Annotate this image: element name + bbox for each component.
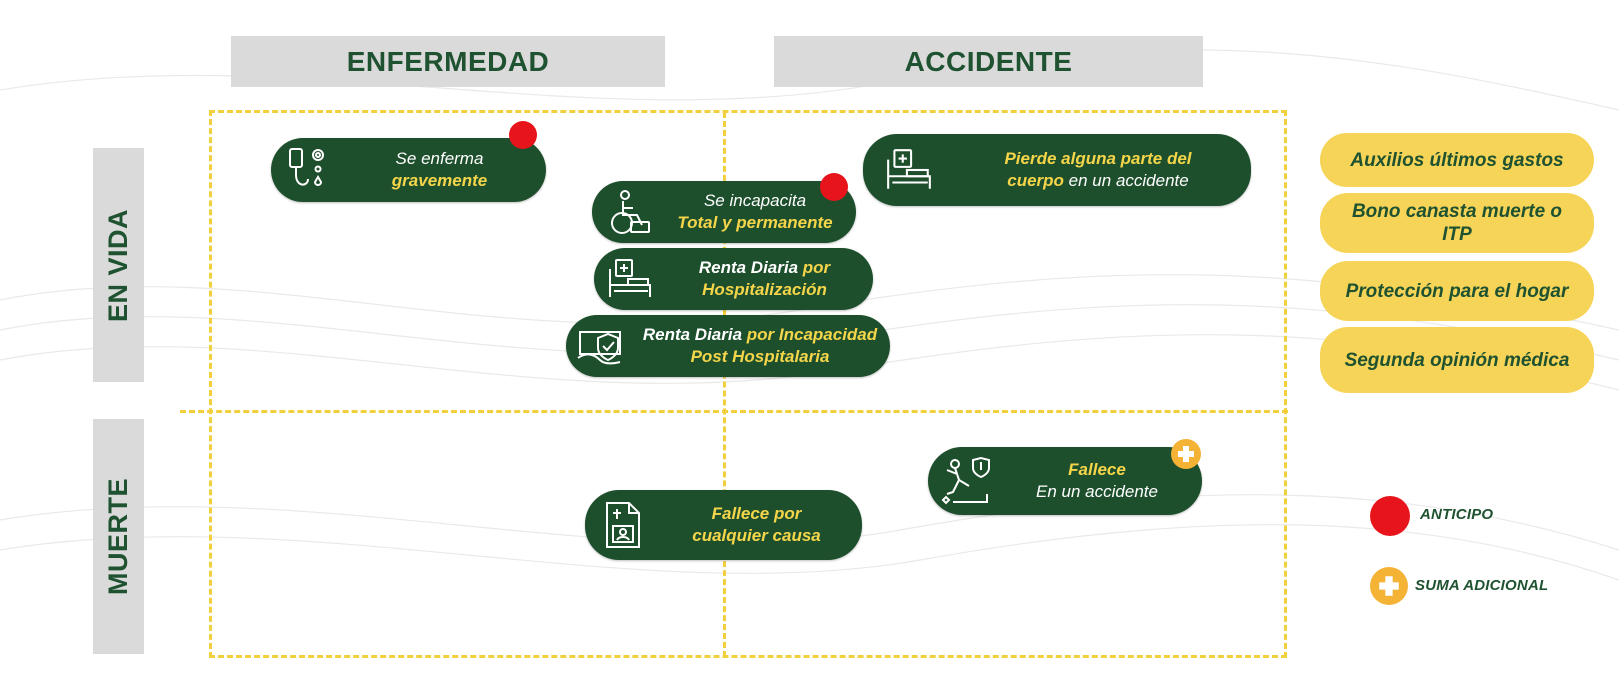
card-renta-incap-line2: Post Hospitalaria bbox=[690, 347, 830, 366]
card-renta-hospitalizacion[interactable]: Renta Diaria por Hospitalización bbox=[594, 248, 873, 310]
iv-drip-icon bbox=[271, 145, 343, 195]
card-fallece-accidente-line2: En un accidente bbox=[1036, 482, 1158, 501]
plus-icon bbox=[1379, 576, 1399, 596]
falling-person-icon bbox=[928, 456, 1002, 506]
row-header-en-vida: EN VIDA bbox=[93, 148, 144, 382]
card-pierde-line2b: en un accidente bbox=[1063, 171, 1189, 190]
hospital-bed-icon bbox=[863, 147, 955, 193]
card-renta-incap-line1a: Renta Diaria bbox=[642, 325, 743, 344]
column-header-accidente: ACCIDENTE bbox=[774, 36, 1203, 87]
card-pierde-line1: Pierde alguna parte del bbox=[1004, 149, 1192, 168]
matrix-vertical-divider bbox=[723, 112, 726, 657]
card-renta-hosp-line2: Hospitalización bbox=[702, 280, 827, 299]
death-certificate-icon bbox=[585, 500, 661, 550]
benefit-proteccion-hogar[interactable]: Protección para el hogar bbox=[1320, 261, 1594, 321]
anticipo-marker bbox=[820, 173, 848, 201]
legend-anticipo-label: ANTICIPO bbox=[1420, 506, 1494, 523]
wheelchair-icon bbox=[592, 188, 664, 236]
card-renta-hosp-line1a: Renta Diaria bbox=[698, 258, 799, 277]
row-header-muerte-label: MUERTE bbox=[103, 478, 133, 595]
benefit-auxilios[interactable]: Auxilios últimos gastos bbox=[1320, 133, 1594, 187]
matrix-frame bbox=[209, 110, 1287, 658]
card-se-incapacita-line1: Se incapacita bbox=[703, 191, 807, 210]
card-renta-incapacidad[interactable]: Renta Diaria por Incapacidad Post Hospit… bbox=[566, 315, 890, 377]
column-header-enfermedad: ENFERMEDAD bbox=[231, 36, 665, 87]
card-fallece-causa-line2: cualquier causa bbox=[692, 526, 821, 545]
shield-hand-icon bbox=[566, 324, 640, 368]
card-renta-hosp-line1b: por bbox=[798, 258, 831, 277]
card-renta-incap-line1b: por Incapacidad bbox=[742, 325, 878, 344]
plus-icon bbox=[1178, 446, 1194, 462]
card-fallece-causa-line1: Fallece por bbox=[711, 504, 802, 523]
row-header-muerte: MUERTE bbox=[93, 419, 144, 654]
legend-anticipo-marker bbox=[1370, 496, 1410, 536]
card-fallece-cualquier-causa[interactable]: Fallece por cualquier causa bbox=[585, 490, 862, 560]
card-se-enferma-line1: Se enferma bbox=[395, 149, 484, 168]
card-pierde-parte-cuerpo[interactable]: Pierde alguna parte del cuerpo en un acc… bbox=[863, 134, 1251, 206]
card-fallece-accidente-line1: Fallece bbox=[1068, 460, 1126, 479]
row-header-en-vida-label: EN VIDA bbox=[103, 208, 133, 322]
legend-suma-adicional-marker bbox=[1370, 567, 1408, 605]
card-se-incapacita[interactable]: Se incapacita Total y permanente bbox=[592, 181, 856, 243]
legend-suma-adicional-label: SUMA ADICIONAL bbox=[1415, 577, 1549, 594]
card-se-enferma[interactable]: Se enferma gravemente bbox=[271, 138, 546, 202]
matrix-horizontal-divider bbox=[180, 410, 1288, 413]
suma-adicional-marker bbox=[1171, 439, 1201, 469]
benefit-segunda-opinion[interactable]: Segunda opinión médica bbox=[1320, 327, 1594, 393]
anticipo-marker bbox=[509, 121, 537, 149]
benefit-bono-canasta[interactable]: Bono canasta muerte o ITP bbox=[1320, 193, 1594, 253]
card-pierde-line2a: cuerpo bbox=[1007, 171, 1064, 190]
card-fallece-accidente[interactable]: Fallece En un accidente bbox=[928, 447, 1202, 515]
card-se-enferma-line2: gravemente bbox=[391, 171, 488, 190]
hospital-bed-icon bbox=[594, 257, 666, 301]
card-se-incapacita-line2: Total y permanente bbox=[677, 213, 833, 232]
